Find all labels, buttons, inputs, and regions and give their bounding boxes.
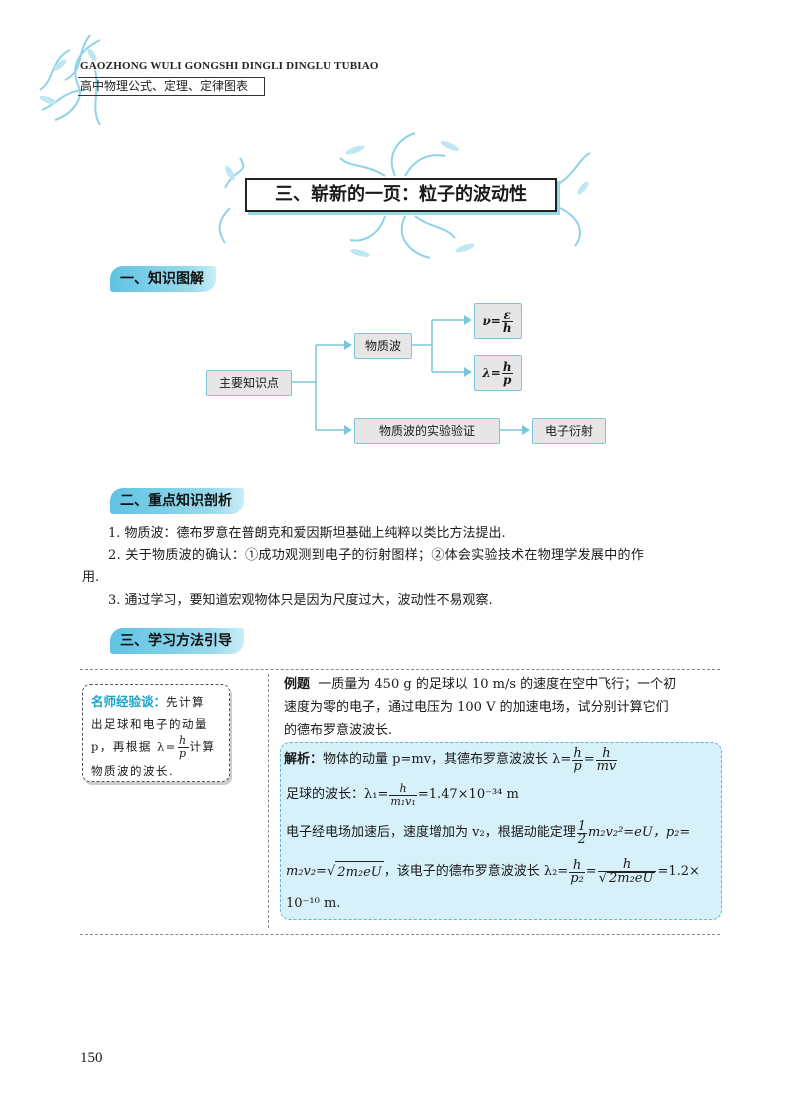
tip-line1: 先计算 [166, 695, 206, 709]
section-heading-key-points: 二、重点知识剖析 [110, 488, 244, 514]
example-label: 例题 [284, 677, 311, 692]
corner-ornament [39, 34, 101, 126]
sol-l1-f2-den: mv [596, 758, 617, 774]
sol-l4-f2-den: 2m₂eU [607, 871, 656, 886]
sol-l1-f1-num: h [572, 745, 583, 761]
sol-l2-result: =1.47×10⁻³⁴ m [417, 787, 519, 802]
chapter-title: 三、崭新的一页：粒子的波动性 [245, 178, 557, 212]
title-ornament [218, 132, 591, 259]
solution-box [280, 742, 722, 920]
key-point-3: 3. 通过学习，要知道宏观物体只是因为尺度过大，波动性不易观察. [108, 593, 493, 608]
sol-l4-f1-den: p₂ [570, 870, 584, 886]
divider-vertical [268, 674, 269, 928]
formula-nu-num: ε [501, 307, 513, 322]
tip-frac-den: p [178, 747, 188, 760]
sol-l1-f2-num: h [595, 747, 618, 761]
sol-l2-num: h [389, 782, 417, 796]
formula-lambda-lhs: λ= [482, 366, 501, 380]
sol-l2-text: 足球的波长：λ₁= [286, 787, 389, 802]
example-line1: 例题 一质量为 450 g 的足球以 10 m/s 的速度在空中飞行；一个初 [284, 674, 724, 696]
tip-frac-num: h [177, 734, 189, 748]
knowledge-diagram-connectors [290, 315, 530, 435]
header-title-en: GAOZHONG WULI GONGSHI DINGLI DINGLU TUBI… [80, 60, 379, 72]
diagram-node-electron-diffraction: 电子衍射 [532, 418, 606, 444]
formula-lambda-den: p [503, 372, 512, 387]
solution-line5: 10⁻¹⁰ m. [286, 896, 341, 911]
divider-top [80, 669, 720, 670]
sol-l4-a: m₂v₂= [286, 864, 327, 879]
formula-nu-lhs: ν= [482, 314, 501, 328]
formula-lambda-num: h [501, 359, 513, 374]
diagram-node-experiment: 物质波的实验验证 [354, 418, 500, 444]
tip-line3a: p，再根据 λ= [91, 739, 177, 754]
tip-line3b: 计算 [189, 739, 216, 754]
tip-line4: 物质波的波长. [91, 764, 175, 778]
example-line2: 速度为零的电子，通过电压为 100 V 的加速电场，试分别计算它们 [284, 700, 669, 715]
sol-l4-eq: = [585, 864, 597, 879]
section-heading-diagram: 一、知识图解 [110, 266, 216, 292]
sol-l4-sqrt: 2m₂eU [335, 860, 384, 884]
sol-l3-den: 2 [577, 831, 586, 847]
key-point-2-cont: 用. [82, 570, 100, 585]
diagram-node-root: 主要知识点 [206, 370, 292, 396]
tip-line2: 出足球和电子的动量 [91, 717, 208, 731]
tip-label: 名师经验谈： [91, 694, 167, 709]
key-point-2: 2. 关于物质波的确认：①成功观测到电子的衍射图样；②体会实验技术在物理学发展中… [108, 548, 645, 563]
sol-l2-den: m₁v₁ [390, 794, 416, 808]
solution-label: 解析： [284, 752, 324, 767]
sol-l3-num: 1 [576, 818, 587, 834]
solution-l1-text: 物体的动量 p=mv，其德布罗意波波长 λ= [323, 752, 572, 767]
key-point-1: 1. 物质波：德布罗意在普朗克和爱因斯坦基础上纯粹以类比方法提出. [108, 526, 506, 541]
example-text1: 一质量为 450 g 的足球以 10 m/s 的速度在空中飞行；一个初 [318, 677, 677, 692]
sol-l1-eq: = [583, 752, 595, 767]
page-number: 150 [80, 1050, 103, 1066]
sol-l4-b: ，该电子的德布罗意波波长 λ₂= [383, 864, 569, 879]
header-title-cn: 高中物理公式、定理、定律图表 [78, 77, 266, 96]
section-heading-method: 三、学习方法引导 [110, 628, 244, 654]
sol-l4-f2-num: h [597, 858, 657, 872]
diagram-node-matter-wave: 物质波 [354, 333, 412, 359]
sol-l3-rest: m₂v₂²=eU，p₂= [587, 825, 691, 840]
divider-bottom [80, 934, 720, 935]
example-line3: 的德布罗意波波长. [284, 723, 393, 738]
sol-l3-text: 电子经电场加速后，速度增加为 v₂，根据动能定理 [286, 825, 576, 840]
sol-l1-f1-den: p [573, 758, 582, 774]
formula-nu-den: h [502, 320, 512, 335]
sol-l4-f1-num: h [569, 859, 585, 873]
sol-l4-result: =1.2× [657, 864, 700, 879]
